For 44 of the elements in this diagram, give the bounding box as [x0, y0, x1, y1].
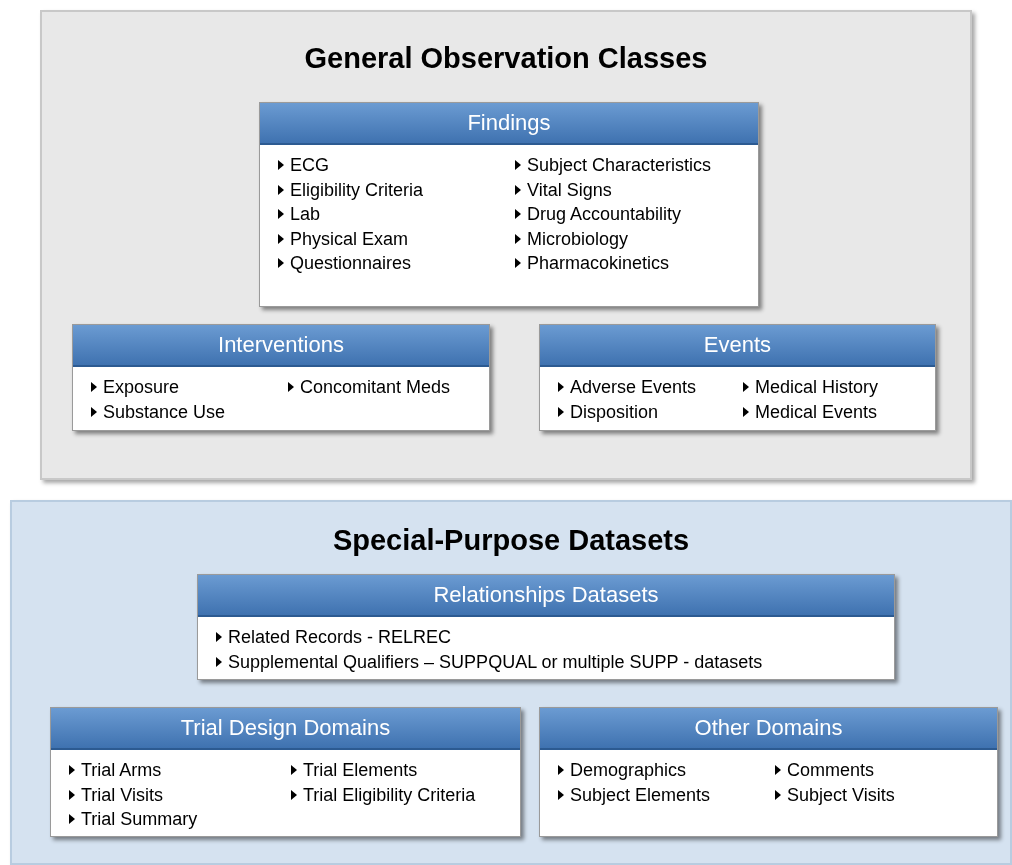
- list-item: Trial Arms: [81, 759, 162, 781]
- list-item: Medical History: [755, 376, 879, 398]
- card-header: Events: [540, 325, 935, 367]
- list-item: Eligibility Criteria: [290, 178, 424, 201]
- list-item: Microbiology: [527, 227, 629, 250]
- list-item: Medical Events: [755, 400, 878, 423]
- list-item: Disposition: [570, 400, 659, 423]
- list-item: Comments: [787, 759, 875, 781]
- list-item: Trial Summary: [81, 808, 198, 830]
- card-header: Relationships Datasets: [198, 575, 894, 617]
- list-item: Questionnaires: [290, 252, 412, 274]
- card-header: Findings: [260, 103, 758, 145]
- list-item: Physical Exam: [290, 227, 409, 250]
- list-item: Demographics: [570, 759, 687, 781]
- list-item: Trial Visits: [81, 783, 163, 806]
- list-item: Subject Visits: [787, 783, 895, 806]
- category-card: [72, 324, 490, 431]
- list-item: Trial Elements: [303, 759, 418, 781]
- group-panel: [40, 10, 972, 480]
- category-card: [197, 574, 895, 680]
- list-item: Related Records - RELREC: [228, 626, 452, 648]
- list-item: Pharmacokinetics: [527, 252, 670, 274]
- list-item: Adverse Events: [570, 376, 697, 398]
- list-item: Supplemental Qualifiers – SUPPQUAL or multiple SUPP - datasets: [228, 650, 763, 673]
- card-header: Interventions: [73, 325, 489, 367]
- category-card: [539, 324, 936, 431]
- category-card: [539, 707, 998, 837]
- card-header: Other Domains: [540, 708, 997, 750]
- list-item: Lab: [290, 203, 321, 225]
- list-item: Trial Eligibility Criteria: [303, 783, 476, 806]
- category-card: [259, 102, 759, 307]
- list-item: Subject Characteristics: [527, 154, 712, 176]
- group-panel: [10, 500, 1012, 865]
- list-item: Exposure: [103, 376, 180, 398]
- list-item: Substance Use: [103, 400, 226, 423]
- card-header: Trial Design Domains: [51, 708, 520, 750]
- panel-title: Special-Purpose Datasets: [331, 524, 691, 557]
- panel-title: General Observation Classes: [303, 42, 709, 75]
- list-item: Subject Elements: [570, 783, 711, 806]
- list-item: Concomitant Meds: [300, 376, 451, 398]
- list-item: Vital Signs: [527, 178, 612, 201]
- category-card: [50, 707, 521, 837]
- list-item: Drug Accountability: [527, 203, 682, 225]
- list-item: ECG: [290, 154, 329, 176]
